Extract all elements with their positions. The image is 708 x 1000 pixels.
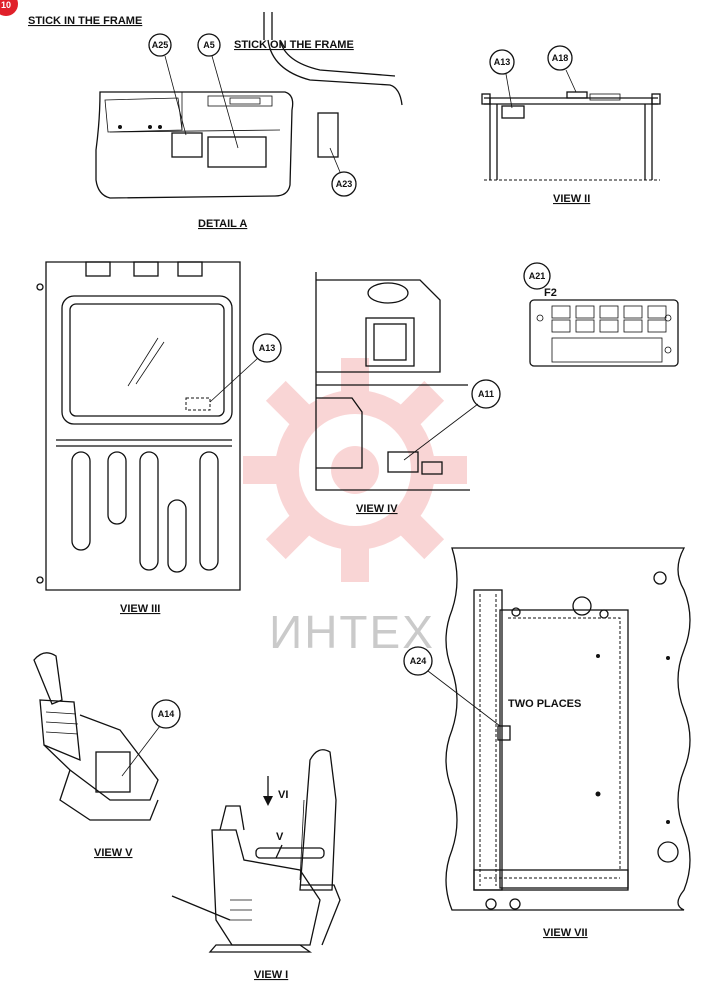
label-view-ii: VIEW II (553, 193, 590, 205)
label-view-iii: VIEW III (120, 603, 160, 615)
view-ii: A13 A18 VIEW II (481, 45, 661, 205)
label-f2: F2 (544, 287, 557, 299)
view-iv: A11 VIEW IV (315, 272, 501, 515)
view-iii: A13 VIEW III (36, 261, 282, 615)
view-v: A14 VIEW V (33, 652, 181, 859)
callout-a24: A24 (410, 656, 427, 666)
callout-a11: A11 (478, 389, 494, 399)
svg-text:10: 10 (1, 0, 11, 10)
view-i: VI V VIEW I (171, 749, 341, 981)
watermark-gear-icon (243, 358, 467, 582)
label-view-v: VIEW V (94, 847, 133, 859)
callout-a18: A18 (552, 53, 569, 63)
label-arrow-vi: VI (278, 789, 288, 801)
label-view-vii: VIEW VII (543, 927, 588, 939)
callout-a21: A21 (529, 271, 546, 281)
label-arrow-v: V (276, 831, 284, 843)
label-view-iv: VIEW IV (356, 503, 398, 515)
label-two-places: TWO PLACES (508, 698, 581, 710)
callout-a13-view-ii: A13 (494, 57, 511, 67)
callout-a5: A5 (203, 40, 215, 50)
callout-a23: A23 (336, 179, 353, 189)
f2-panel: A21 F2 (523, 262, 679, 367)
view-vii: A24 TWO PLACES VIEW VII (403, 547, 691, 939)
page-badge: 10 (0, 0, 18, 16)
label-stick-in-frame: STICK IN THE FRAME (28, 15, 142, 27)
detail-a: STICK IN THE FRAME STICK ON THE FRAME A2… (28, 12, 403, 230)
label-detail-a: DETAIL A (198, 218, 247, 230)
callout-a13-view-iii: A13 (259, 343, 276, 353)
callout-a25: A25 (152, 40, 169, 50)
watermark-text: ИНТЕХ (269, 606, 435, 658)
label-view-i: VIEW I (254, 969, 288, 981)
callout-a14: A14 (158, 709, 175, 719)
label-stick-on-frame: STICK ON THE FRAME (234, 39, 354, 51)
